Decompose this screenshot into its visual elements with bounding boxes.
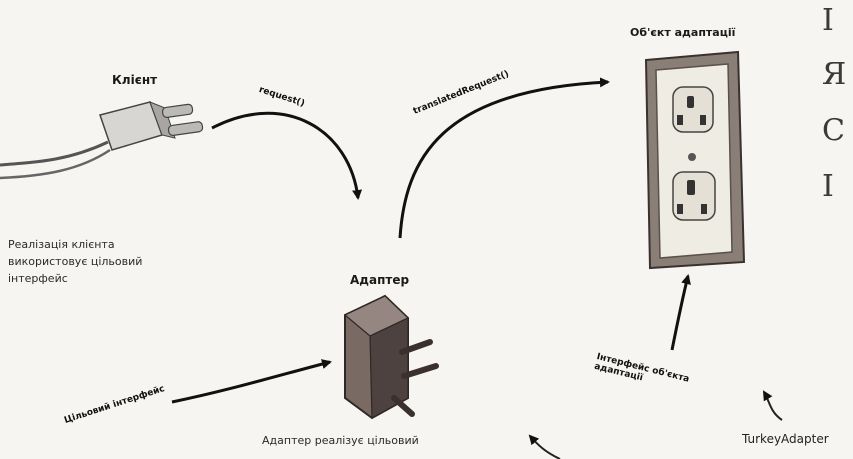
client-title: Клієнт bbox=[112, 72, 157, 89]
turkey-small-arrow bbox=[764, 392, 782, 420]
client-note-line-2: використовує цільовий bbox=[8, 253, 142, 270]
side-letter-3: С bbox=[822, 116, 845, 146]
side-letter-4: І bbox=[822, 172, 834, 202]
adaptee-interface-arrow bbox=[672, 276, 688, 350]
outlet-icon bbox=[646, 52, 744, 268]
client-note: Реалізація клієнта використовує цільовий… bbox=[8, 236, 142, 287]
adapter-title: Адаптер bbox=[350, 272, 409, 289]
target-interface-arrow bbox=[172, 362, 330, 402]
bottom-small-arrow bbox=[530, 436, 560, 459]
client-plug-icon bbox=[100, 102, 203, 150]
client-note-line-1: Реалізація клієнта bbox=[8, 236, 142, 253]
side-letter-2: Я bbox=[822, 60, 846, 90]
request-arrow bbox=[212, 113, 358, 198]
adapter-plug-icon bbox=[345, 296, 436, 418]
adapter-note: Адаптер реалізує цільовий bbox=[262, 432, 419, 449]
client-cable bbox=[0, 142, 108, 165]
side-letter-1: І bbox=[822, 6, 834, 36]
client-note-line-3: інтерфейс bbox=[8, 270, 142, 287]
turkey-adapter-label: TurkeyAdapter bbox=[742, 432, 829, 446]
adaptee-title: Об'єкт адаптації bbox=[630, 24, 735, 41]
